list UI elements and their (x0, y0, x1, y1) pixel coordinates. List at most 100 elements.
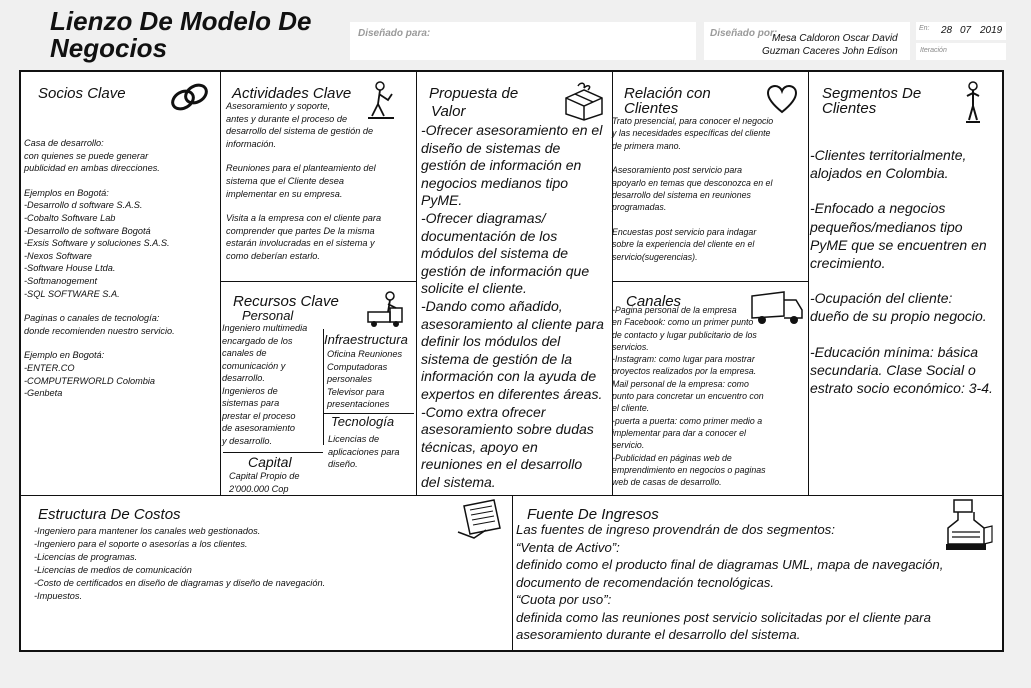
date-month: 07 (960, 25, 972, 36)
iteration-field[interactable]: Iteración (916, 43, 1006, 60)
segmentos-clientes-text: -Clientes territorialmente, alojados en … (810, 146, 993, 397)
text-line: -Como extra ofrecer (421, 403, 546, 420)
relacion-clientes-text: Trato presencial, para conocer el negoci… (612, 115, 773, 263)
text-line: prestar el proceso (222, 410, 296, 421)
spacer (226, 150, 381, 162)
divider (612, 281, 808, 282)
date-day: 28 (941, 25, 953, 36)
text-line: comprender que partes De la misma (226, 225, 375, 236)
infraestructura-text: Oficina Reuniones Computadoras personale… (327, 348, 402, 411)
text-line: Televisor para (327, 386, 385, 397)
text-line: emprendimiento en negocios o paginas (612, 464, 766, 475)
text-line: con quienes se puede generar (24, 150, 149, 161)
text-line: Trato presencial, para conocer el negoci… (612, 116, 774, 126)
text-line: presentaciones (327, 399, 390, 409)
divider (416, 72, 417, 495)
capital-text: Capital Propio de 2'000.000 Cop (229, 470, 299, 495)
text-line: servicios. (612, 341, 649, 352)
text-line: desarrollo. (222, 373, 265, 383)
text-line: -Ofrecer asesoramiento en el (421, 122, 603, 138)
text-line: información. (226, 138, 277, 149)
designed-by-field[interactable]: Diseñado por: Mesa Caldoron Oscar David … (704, 22, 910, 60)
relacion-clientes-title: Relación con (624, 85, 711, 102)
text-line: -ENTER.CO (24, 362, 75, 373)
propuesta-valor-title: Propuesta de (429, 85, 519, 102)
designed-by-label: Diseñado por: (710, 28, 778, 39)
text-line: gestión de información que (421, 262, 590, 279)
chain-link-icon (168, 80, 212, 121)
recursos-clave-title: Recursos Clave (233, 293, 339, 310)
fuente-ingresos-title: Fuente De Ingresos (527, 506, 659, 523)
text-line: diseño. (328, 459, 358, 469)
text-line: -Licencias de programas. (34, 551, 138, 562)
text-line: asesoramiento sobre dudas (421, 421, 594, 438)
text-line: sobre la experiencia del cliente en el (612, 239, 755, 250)
spacer (810, 326, 993, 343)
canales-text: -Pagina personal de la empresa en Facebo… (612, 304, 766, 488)
text-line: -Desarrollo d software S.A.S. (24, 200, 143, 211)
spacer (810, 182, 993, 199)
segmentos-clientes-title-2: Clientes (822, 100, 877, 117)
text-line: -SQL SOFTWARE S.A. (24, 288, 120, 299)
text-line: “Cuota por uso”: (516, 592, 612, 607)
text-line: estrato socio económico: 3-4. (810, 380, 993, 397)
text-line: -COMPUTERWORLD Colombia (24, 375, 156, 386)
text-line: implementar en su empresa. (226, 188, 343, 199)
text-line: Las fuentes de ingreso provendrán de dos… (516, 522, 835, 537)
text-line: servicio(sugerencias). (612, 251, 698, 262)
text-line: -Publicidad en páginas web de (612, 452, 732, 463)
text-line: -Softmanogement (24, 275, 98, 286)
relacion-clientes-title-2: Clientes (624, 100, 679, 117)
text-line: Ejemplo en Bogotá: (24, 350, 105, 361)
recursos-personal-title: Personal (242, 308, 294, 323)
text-line: -Cobalto Software Lab (24, 212, 116, 223)
text-line: y las necesidades específicas del client… (612, 128, 771, 139)
recursos-personal-text: Ingeniero multimedia encargado de los ca… (222, 322, 307, 447)
spacer (810, 272, 993, 289)
text-line: desarrollo del sistema de gestión de (226, 126, 374, 137)
divider (323, 329, 324, 445)
text-line: PyME. (421, 192, 463, 209)
text-line: donde recomienden nuestro servicio. (24, 325, 175, 336)
text-line: diseño de sistemas de (421, 139, 561, 156)
text-line: sistema que el Cliente desea (226, 175, 344, 186)
designed-for-field[interactable]: Diseñado para: (350, 22, 696, 60)
canvas-grid (19, 70, 1004, 652)
text-line: sistema de gestión de la (421, 350, 572, 367)
spacer (612, 152, 773, 164)
page-title: Lienzo De Modelo De Negocios (50, 6, 312, 63)
date-field[interactable]: En: 28 07 2019 (916, 22, 1006, 40)
text-line: secundaria. Clase Social o (810, 361, 976, 378)
text-line: módulos del sistema de (421, 245, 569, 262)
text-line: PyME que se encuentren en (810, 236, 987, 253)
text-line: implementar para dar a conocer el (612, 427, 746, 438)
text-line: “Venta de Activo”: (516, 539, 620, 555)
text-line: -Genbeta (24, 388, 63, 399)
text-line: negocios medianos tipo (421, 174, 569, 191)
text-line: -Pagina personal de la empresa (612, 305, 737, 315)
divider (324, 413, 414, 414)
text-line: Reuniones para el planteamiento del (226, 163, 376, 174)
text-line: definida como las reuniones post servici… (516, 609, 931, 625)
text-line: información con la ayuda de (421, 368, 597, 385)
capital-title: Capital (248, 454, 292, 470)
text-line: sistemas para (222, 398, 280, 408)
gift-icon (560, 80, 606, 127)
fuente-ingresos-text: Las fuentes de ingreso provendrán de dos… (516, 521, 943, 644)
date-label: En: (919, 25, 930, 32)
text-line: del sistema. (421, 473, 496, 490)
text-line: reuniones en el desarrollo (421, 456, 583, 473)
segmentos-clientes-title: Segmentos De (822, 85, 922, 102)
tecnologia-text: Licencias de aplicaciones para diseño. (328, 433, 400, 471)
text-line: Computadoras (327, 361, 388, 372)
spacer (24, 175, 175, 187)
text-line: de primera mano. (612, 140, 681, 151)
person-icon (960, 80, 986, 129)
socios-clave-title: Socios Clave (38, 85, 126, 102)
text-line: estarán involucradas en el sistema y (226, 238, 375, 249)
text-line: Asesoramiento post servicio para (612, 165, 743, 176)
text-line: expertos en diferentes áreas. (421, 385, 603, 402)
text-line: -Ofrecer diagramas/ (421, 209, 546, 226)
text-line: Ingeniero multimedia (222, 323, 308, 333)
divider (223, 452, 323, 453)
